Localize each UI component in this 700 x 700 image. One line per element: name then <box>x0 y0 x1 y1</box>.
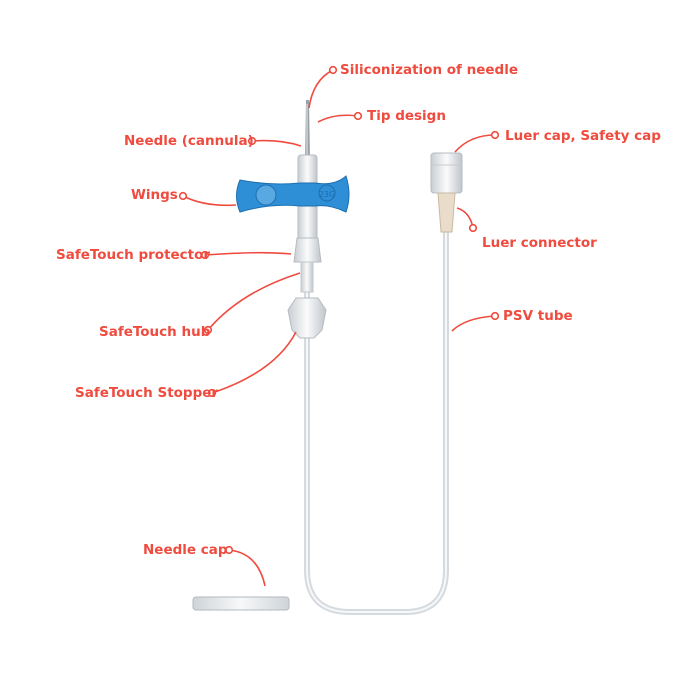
label-luer-connector: Luer connector <box>482 235 597 251</box>
psv-tube <box>304 232 449 615</box>
label-needle: Needle (cannula) <box>124 133 254 149</box>
label-siliconization: Siliconization of needle <box>340 62 518 78</box>
label-tip-design: Tip design <box>367 108 446 124</box>
luer-cap <box>430 152 463 194</box>
label-safetouch-protector: SafeTouch protector <box>56 247 211 263</box>
label-psv-tube: PSV tube <box>503 308 573 324</box>
label-wings: Wings <box>131 187 178 203</box>
label-needle-cap: Needle cap <box>143 542 228 558</box>
needle-cap <box>192 596 290 611</box>
safetouch-hub <box>300 261 314 293</box>
luer-connector <box>437 192 456 233</box>
label-safetouch-hub: SafeTouch hub <box>99 324 211 340</box>
safetouch-stopper <box>287 297 327 339</box>
gauge-marking: 23G <box>319 190 335 199</box>
label-luer-cap: Luer cap, Safety cap <box>505 128 661 144</box>
label-safetouch-stopper: SafeTouch Stopper <box>75 385 219 401</box>
leader-lines <box>178 65 500 587</box>
